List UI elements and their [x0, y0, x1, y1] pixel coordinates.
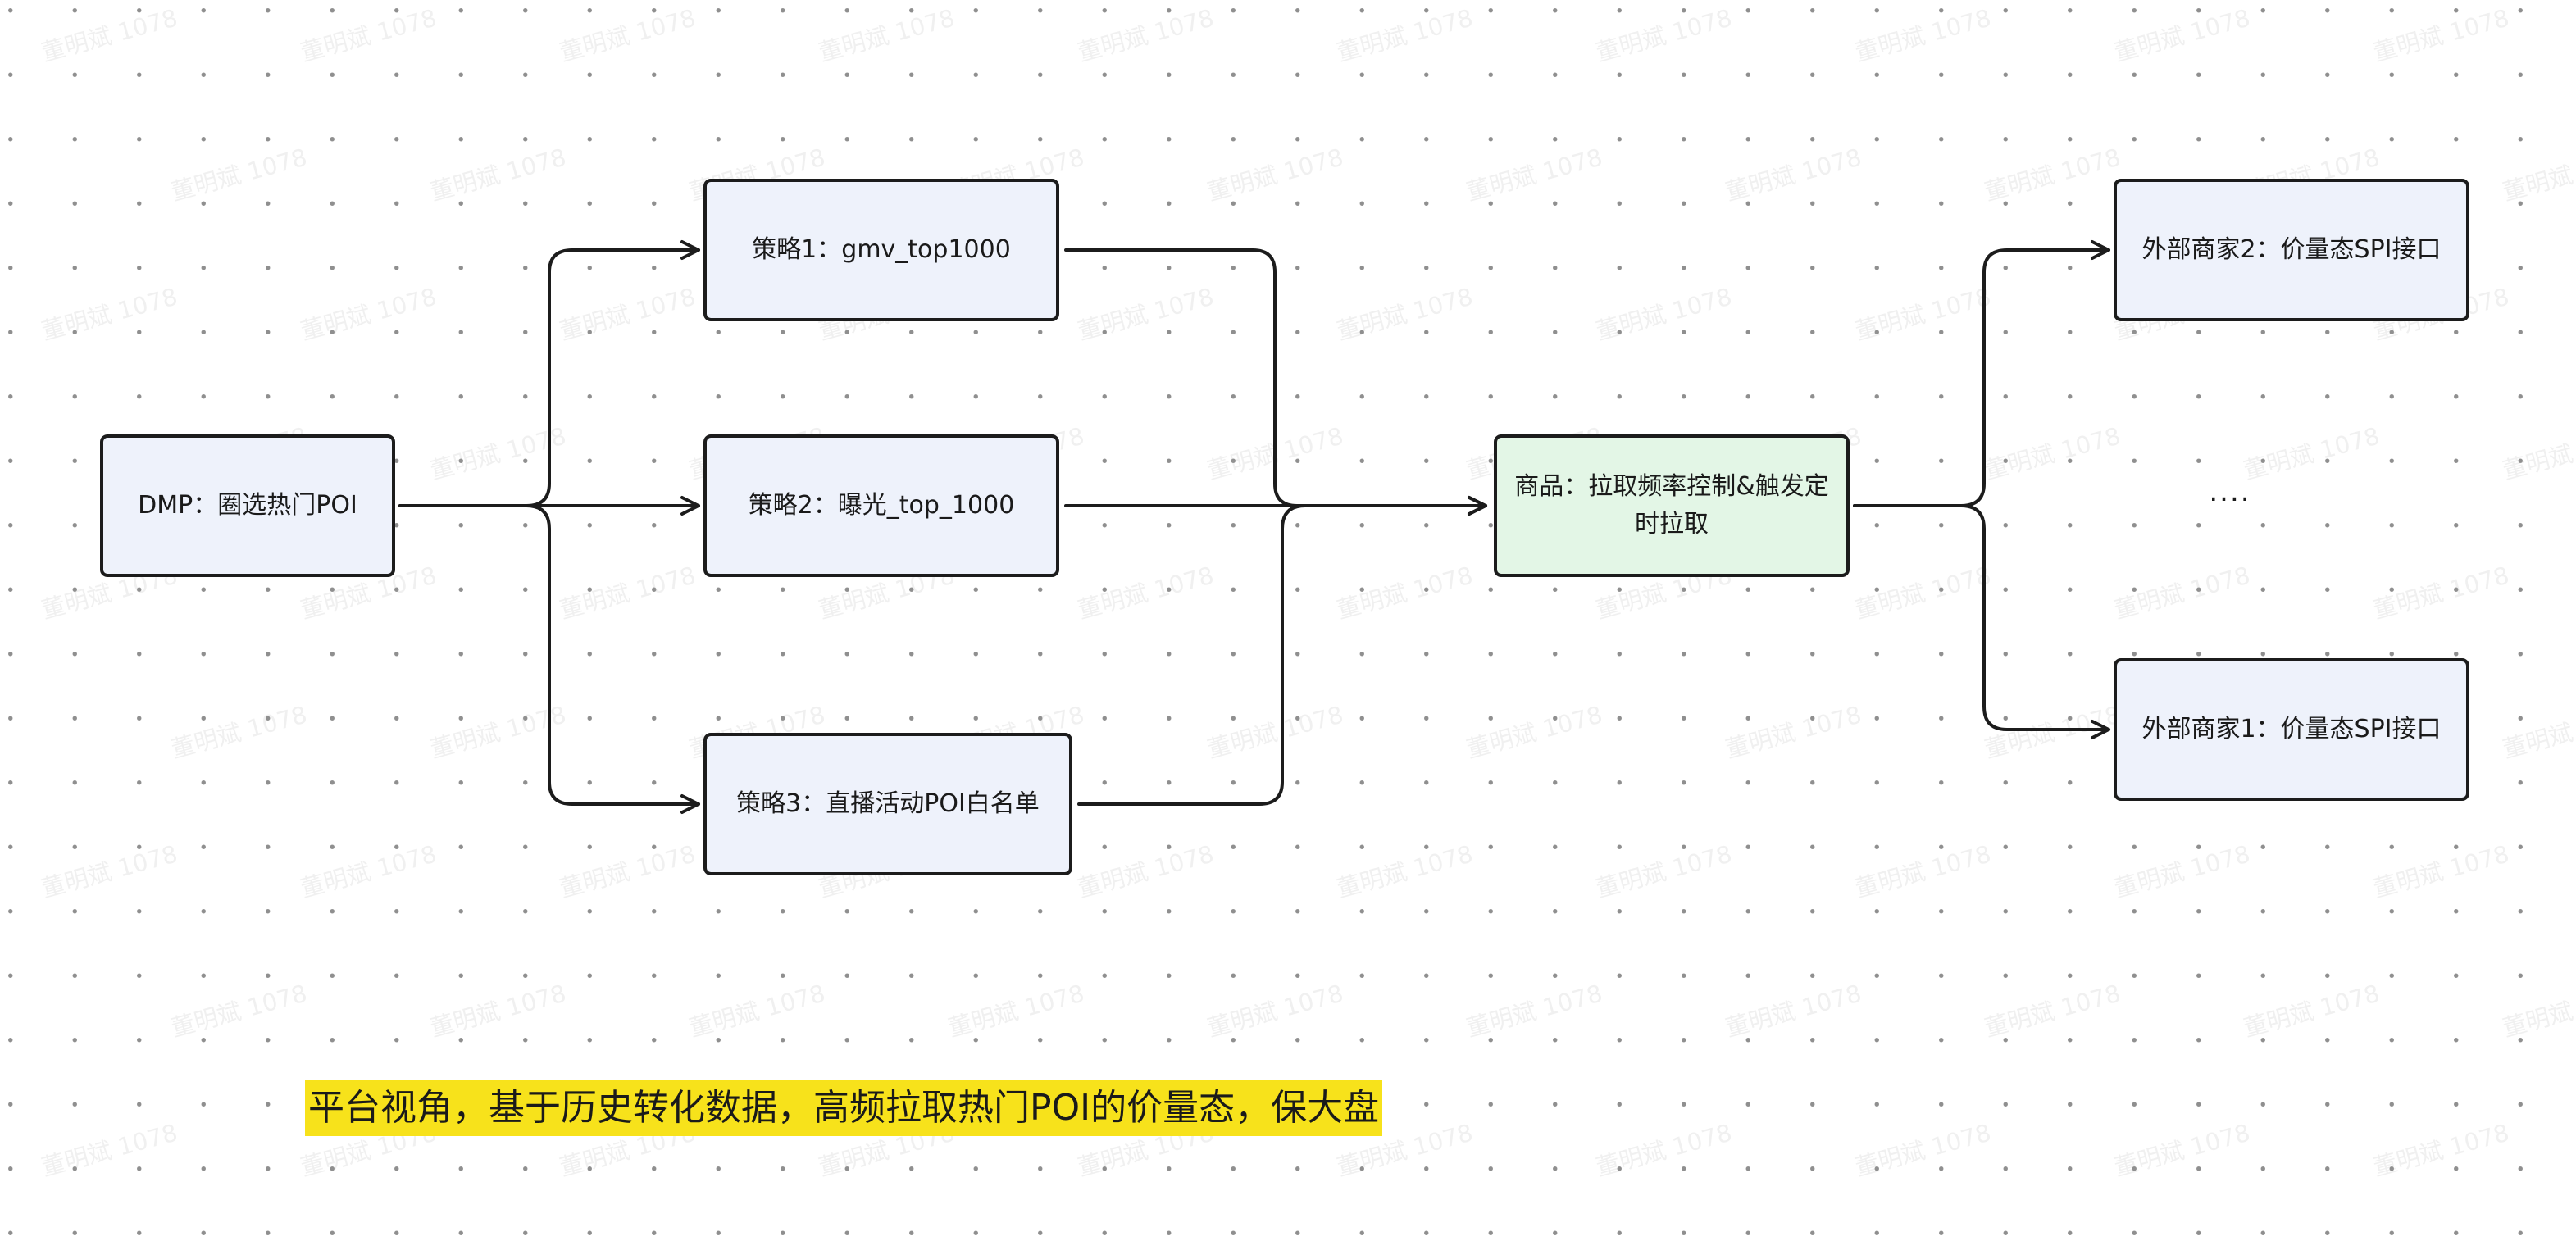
dmp-node-label: DMP：圈选热门POI [138, 491, 357, 520]
merchant2-node[interactable]: 外部商家2：价量态SPI接口 [2114, 179, 2469, 321]
edge-dmp-to-strategy3 [398, 504, 700, 814]
edge-strategy3-to-product [1077, 496, 1487, 806]
diagram-caption: 平台视角，基于历史转化数据，高频拉取热门POI的价量态，保大盘 [305, 1080, 1383, 1136]
strategy2-node[interactable]: 策略2：曝光_top_1000 [703, 434, 1059, 577]
dmp-node[interactable]: DMP：圈选热门POI [100, 434, 395, 577]
strategy3-node[interactable]: 策略3：直播活动POI白名单 [703, 733, 1072, 875]
more-merchants-ellipsis: .... [2209, 475, 2251, 508]
strategy3-node-label: 策略3：直播活动POI白名单 [736, 789, 1040, 818]
merchant2-node-label: 外部商家2：价量态SPI接口 [2141, 235, 2442, 264]
merchant1-node[interactable]: 外部商家1：价量态SPI接口 [2114, 658, 2469, 801]
product-node[interactable]: 商品：拉取频率控制&触发定时拉取 [1494, 434, 1850, 577]
strategy2-node-label: 策略2：曝光_top_1000 [748, 491, 1015, 520]
edge-product-to-merchant2 [1853, 240, 2110, 507]
merchant1-node-label: 外部商家1：价量态SPI接口 [2141, 715, 2442, 743]
strategy1-node-label: 策略1：gmv_top1000 [752, 235, 1011, 264]
product-node-label: 商品：拉取频率控制&触发定时拉取 [1514, 472, 1829, 539]
edge-strategy1-to-product [1064, 248, 1487, 516]
strategy1-node[interactable]: 策略1：gmv_top1000 [703, 179, 1059, 321]
edge-product-to-merchant1 [1853, 504, 2110, 739]
edge-dmp-to-strategy1 [398, 240, 700, 507]
